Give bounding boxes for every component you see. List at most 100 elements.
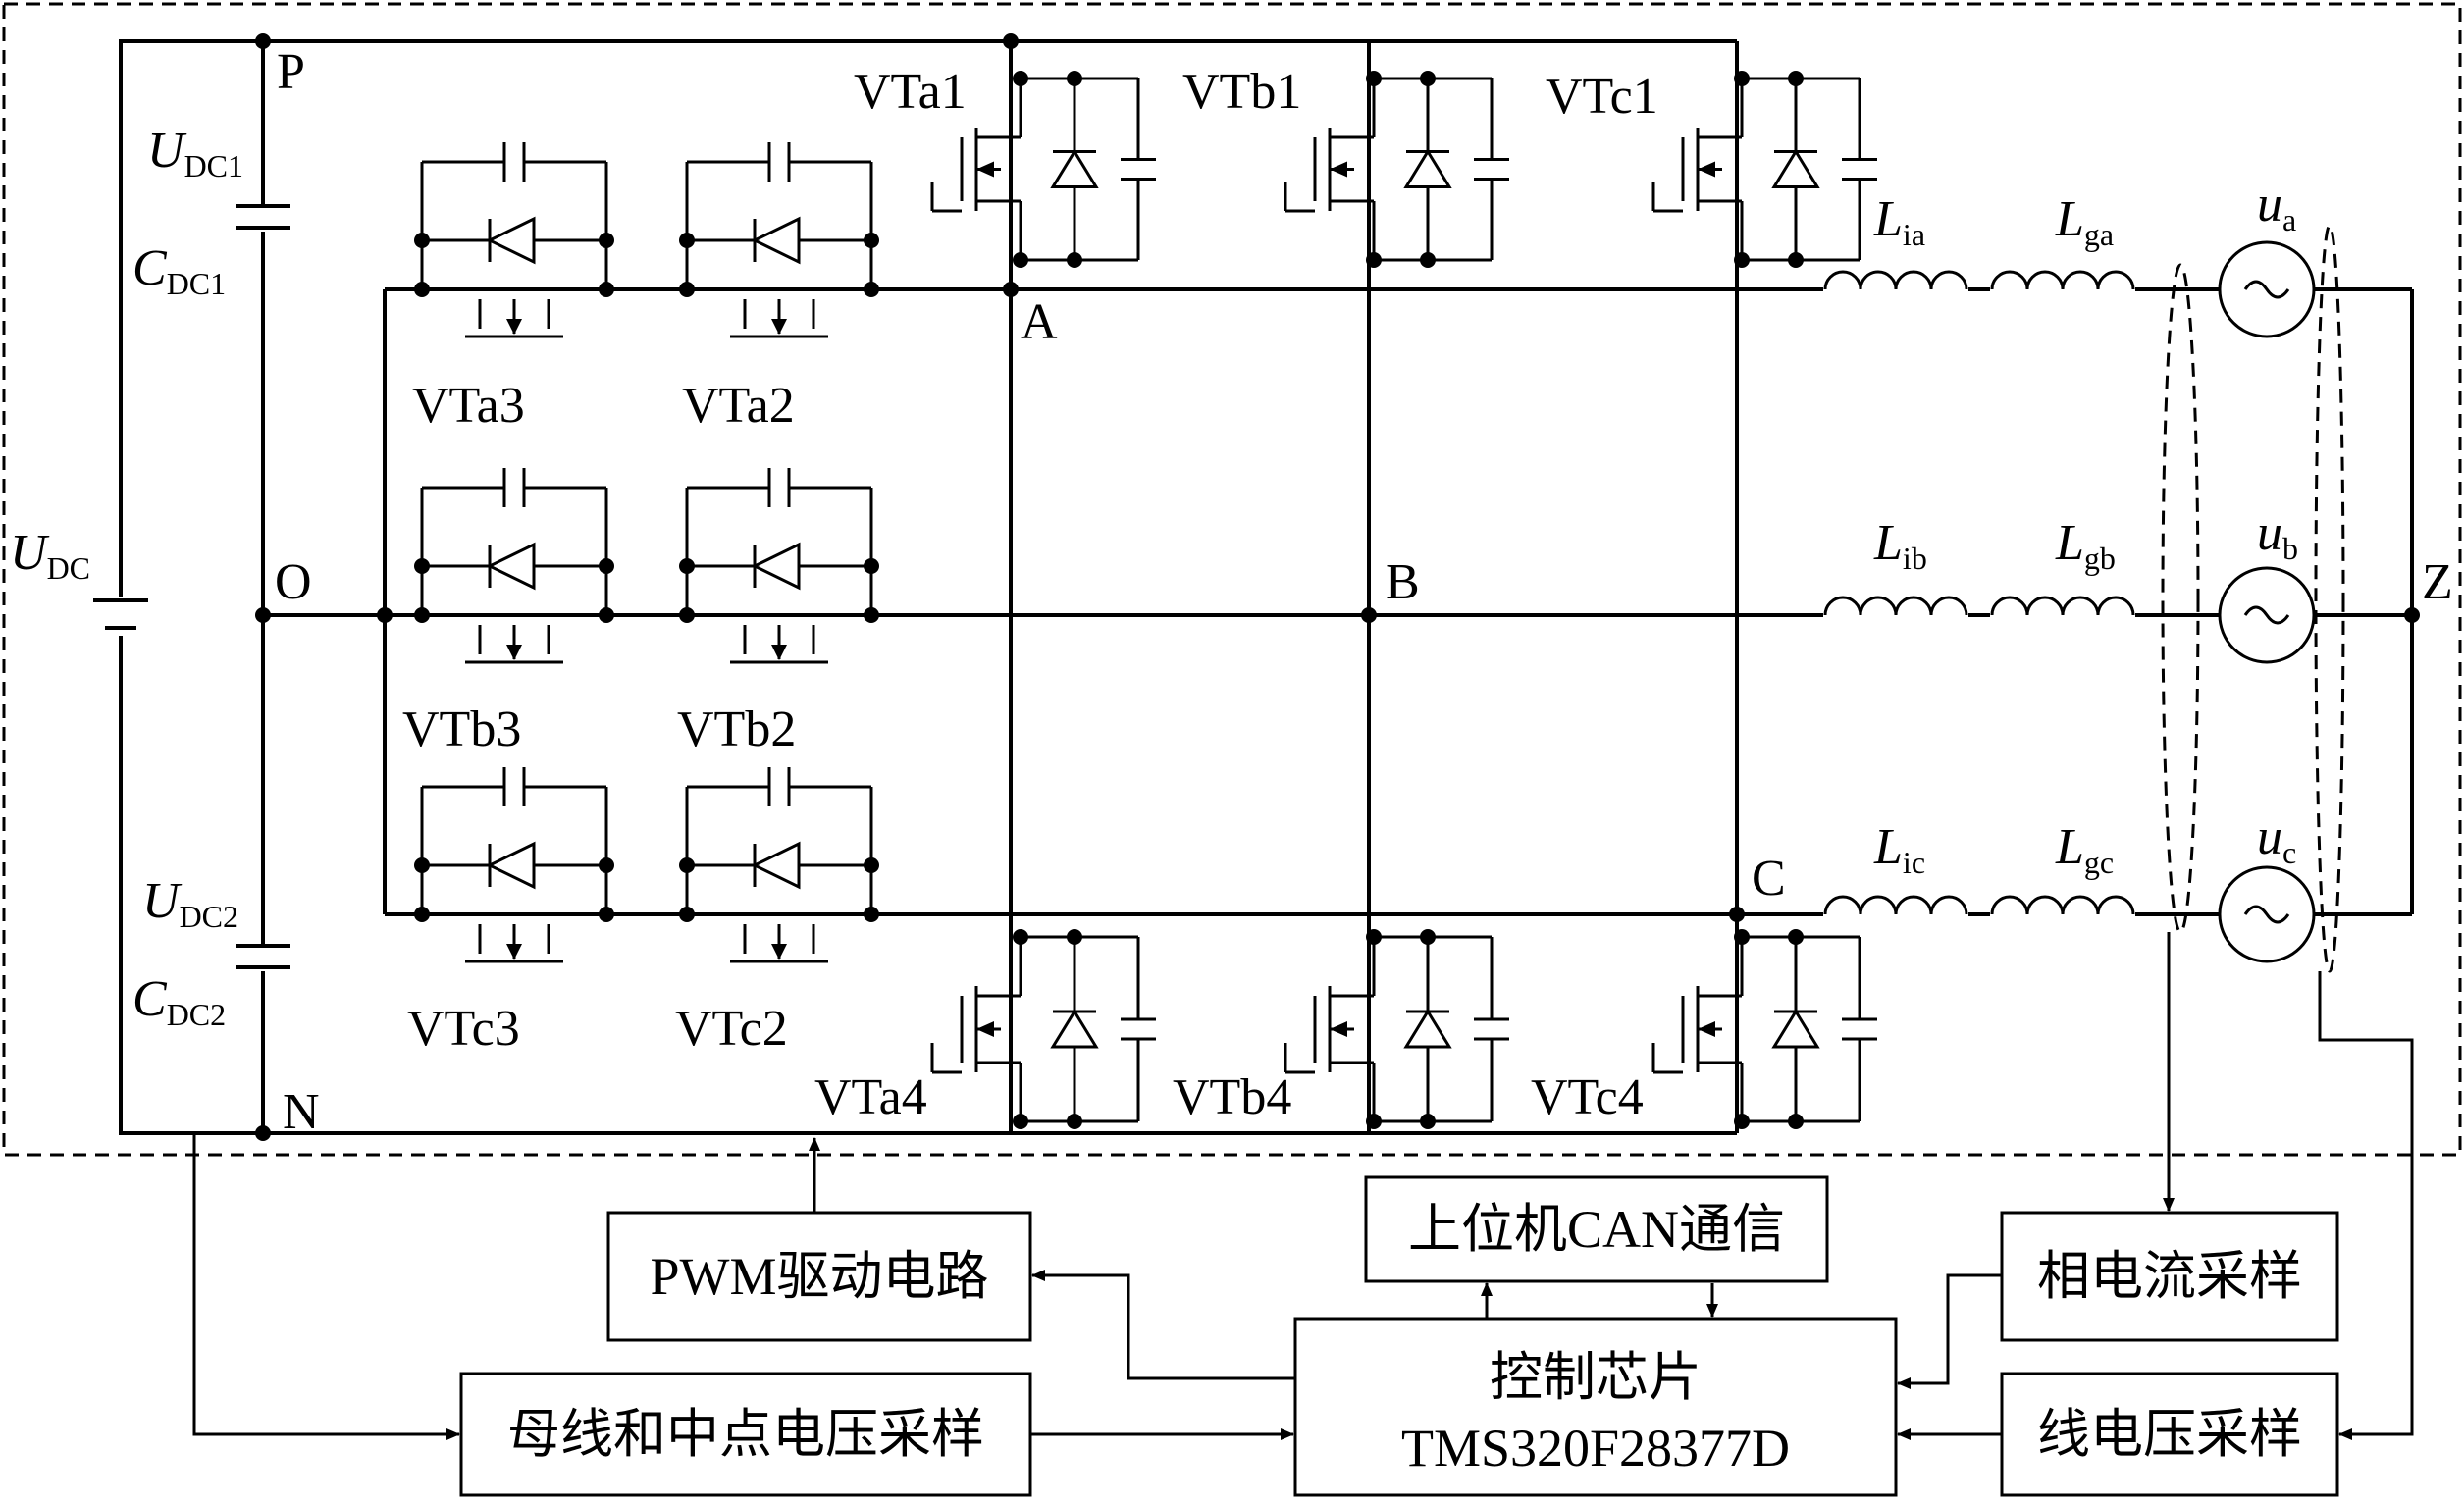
label-lgc: Lgc [2055, 819, 2114, 880]
label-vta1: VTa1 [854, 64, 967, 120]
label-uc-main: u [2257, 809, 2282, 865]
source-uc-sine-icon [2243, 905, 2290, 924]
biswitch-vta3-dot [414, 233, 430, 248]
current-sensor-loop [2161, 263, 2200, 934]
label-lgb: Lgb [2055, 515, 2116, 576]
inductor-lgc [1990, 893, 2135, 922]
label-lgb-main: L [2055, 515, 2084, 571]
mosfet-vtc4-dot [1788, 1114, 1804, 1129]
node-o-label: O [275, 554, 312, 610]
biswitch-vtc2-dot [864, 857, 879, 873]
mosfet-vtc1-dot [1734, 252, 1750, 268]
mosfet-vtc4 [1651, 935, 1877, 1123]
mosfet-vta4-dot [1067, 929, 1082, 945]
node-c-label: C [1752, 851, 1786, 907]
label-ub-sub: b [2282, 531, 2298, 566]
mosfet-vtc4-dot [1734, 1114, 1750, 1129]
label-lib-main: L [1873, 515, 1903, 571]
label-lga-sub: ga [2084, 217, 2114, 252]
mosfet-vtb4-dot [1366, 929, 1382, 945]
label-ub-main: u [2257, 505, 2282, 561]
block-pwm-label: PWM驱动电路 [650, 1247, 988, 1306]
biswitch-vtc3-diode [486, 841, 536, 890]
label-lib-sub: ib [1903, 541, 1927, 576]
biswitch-vtc2-dot [864, 907, 879, 922]
block-can [1364, 1175, 1829, 1283]
biswitch-vtc2-diode [751, 841, 801, 890]
biswitch-vtb2-dot [864, 607, 879, 623]
p-a-dot [1003, 33, 1019, 49]
biswitch-vta3 [420, 142, 608, 338]
label-vta2: VTa2 [682, 378, 795, 434]
label-cdc2: CDC2 [132, 971, 226, 1032]
dc-to-busvoltage-arrow [192, 1133, 460, 1440]
block-line-voltage [2000, 1372, 2339, 1497]
wires [2, 2, 2462, 1440]
biswitch-vta3-diode [486, 216, 536, 265]
mosfet-vtb1-dot [1420, 71, 1436, 86]
biswitch-vtc2-dot [679, 857, 695, 873]
inductor-lia [1823, 268, 1968, 297]
labels: PWM驱动电路上位机CAN通信相电流采样母线和中点电压采样线电压采样控制芯片TM… [10, 44, 2453, 1478]
label-lgc-main: L [2055, 819, 2084, 875]
label-udc1: UDC1 [147, 123, 243, 183]
mosfet-vtb4-dot [1420, 1114, 1436, 1129]
mosfet-vta1-dot [1013, 252, 1028, 268]
mosfet-vtc1-dot [1788, 71, 1804, 86]
label-vtb3: VTb3 [402, 701, 521, 757]
node-p-dot [255, 33, 271, 49]
node-z-label: Z [2422, 554, 2453, 610]
label-udc2-main: U [142, 873, 183, 929]
node-o-dot [255, 607, 271, 623]
label-udc-main: U [10, 525, 50, 581]
label-cdc1-main: C [132, 240, 168, 296]
block-line-voltage-label: 线电压采样 [2037, 1405, 2302, 1464]
node-a-dot [1003, 282, 1019, 297]
biswitch-vtc3-dot [599, 857, 614, 873]
biswitch-vtb2-dot [679, 607, 695, 623]
controller-label-line1: 控制芯片 [1490, 1348, 1702, 1407]
biswitch-vtc2 [685, 767, 873, 963]
label-udc: UDC [10, 525, 90, 586]
biswitch-vtb2-dot [864, 558, 879, 574]
biswitch-vtc2-dot [679, 907, 695, 922]
power-stage-boundary [2, 2, 2462, 1157]
label-lgc-sub: gc [2084, 845, 2114, 880]
mosfet-vta1-diode [1050, 148, 1099, 188]
label-vtc2: VTc2 [675, 1001, 788, 1057]
mosfet-vtb4-dot [1366, 1114, 1382, 1129]
mosfet-vtb1-dot [1420, 252, 1436, 268]
mosfet-vtc4-dot [1734, 929, 1750, 945]
mosfet-vta1-dot [1013, 71, 1028, 86]
mosfet-vtb4-diode [1403, 1009, 1452, 1049]
label-vtb2: VTb2 [677, 701, 796, 757]
source-ua-sine-icon [2243, 280, 2290, 299]
biswitch-vtb3-diode [486, 542, 536, 591]
voltage-sensor-loop [2314, 224, 2345, 973]
mosfet-vtc1-dot [1734, 71, 1750, 86]
biswitch-vtb3-dot [414, 558, 430, 574]
label-lga-main: L [2055, 191, 2084, 247]
node-c-dot [1729, 907, 1745, 922]
block-bus-voltage-label: 母线和中点电压采样 [507, 1405, 984, 1464]
mosfet-vtc1-dot [1788, 252, 1804, 268]
inductor-lic [1823, 893, 1968, 922]
biswitch-vtb3-dot [414, 607, 430, 623]
block-current-label: 相电流采样 [2037, 1247, 2302, 1306]
mosfet-vta4-dot [1013, 929, 1028, 945]
biswitch-vta2-dot [864, 282, 879, 297]
mosfet-vtb1-dot [1366, 71, 1382, 86]
biswitch-vta2-dot [864, 233, 879, 248]
label-lga: Lga [2055, 191, 2114, 252]
label-vtc4: VTc4 [1531, 1069, 1644, 1125]
label-lic-main: L [1873, 819, 1903, 875]
label-lib: Lib [1873, 515, 1927, 576]
line-voltage-sense-arrow [2318, 971, 2414, 1440]
controller-label-line2: TMS320F28377D [1401, 1419, 1790, 1478]
mosfet-vta1-dot [1067, 252, 1082, 268]
node-z-dot [2404, 607, 2420, 623]
label-lic-sub: ic [1903, 845, 1925, 880]
mosfet-vta4-dot [1013, 1114, 1028, 1129]
biswitch-vtb3 [420, 468, 608, 664]
